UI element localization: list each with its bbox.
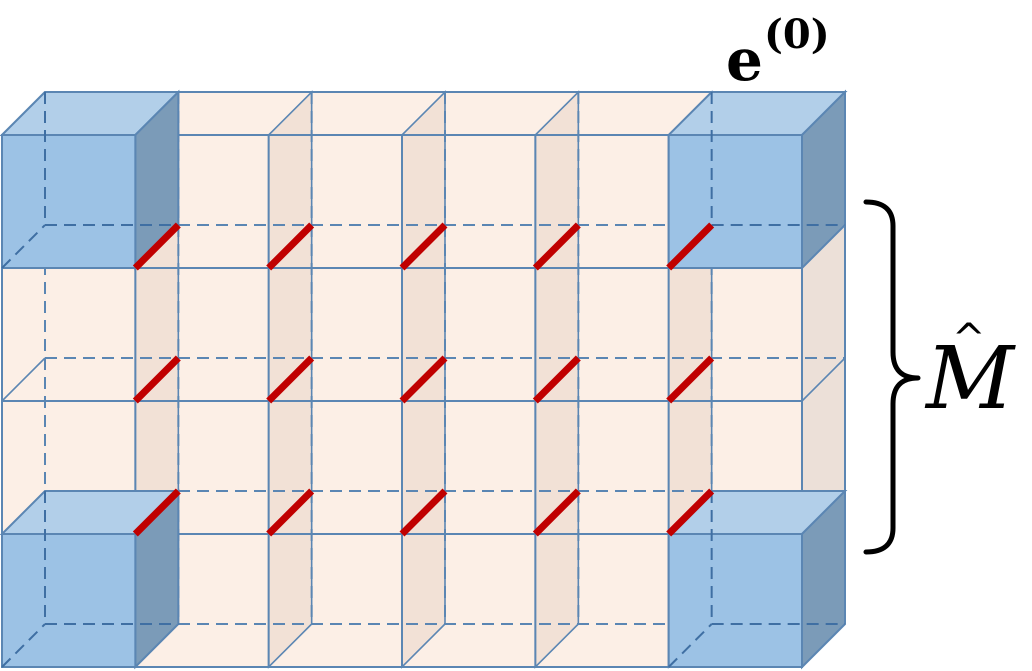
corner-cube-front bbox=[1, 134, 137, 269]
boundary-markers bbox=[132, 222, 715, 537]
boundary-marker bbox=[532, 488, 581, 537]
corner-cube-hidden-edge bbox=[667, 623, 713, 668]
boundary-marker bbox=[666, 355, 715, 404]
boundary-marker bbox=[266, 488, 315, 537]
m-hat-label-accent: ^ bbox=[952, 316, 986, 362]
boundary-marker bbox=[399, 222, 448, 271]
e0-label-base: e bbox=[726, 26, 763, 94]
corner-cube-top-left bbox=[0, 89, 181, 271]
corner-cube-hidden-edge bbox=[1, 224, 46, 269]
boundary-marker bbox=[132, 222, 181, 271]
boundary-marker bbox=[532, 355, 581, 404]
boundary-marker bbox=[399, 488, 448, 537]
depth-edge bbox=[801, 357, 846, 402]
boundary-marker bbox=[266, 355, 315, 404]
m-hat-label: M ^ bbox=[924, 316, 1016, 429]
boundary-marker bbox=[666, 488, 715, 537]
boundary-marker bbox=[532, 222, 581, 271]
e0-label-superscript: (0) bbox=[764, 11, 830, 58]
m-hat-label-letter: M bbox=[924, 329, 1016, 429]
boundary-marker bbox=[132, 355, 181, 404]
corner-cube-front bbox=[667, 533, 804, 668]
boundary-marker bbox=[399, 355, 448, 404]
boundary-marker bbox=[266, 222, 315, 271]
boundary-marker bbox=[666, 222, 715, 271]
corner-cube-hidden-edge bbox=[1, 623, 46, 668]
corner-cube-bottom-right bbox=[666, 488, 848, 670]
corner-cube-bottom-left bbox=[0, 488, 181, 670]
boundary-marker bbox=[132, 488, 181, 537]
corner-cube-front bbox=[1, 533, 137, 668]
e0-label: e (0) bbox=[726, 11, 830, 94]
depth-edge bbox=[1, 357, 46, 402]
right-brace bbox=[863, 199, 921, 555]
